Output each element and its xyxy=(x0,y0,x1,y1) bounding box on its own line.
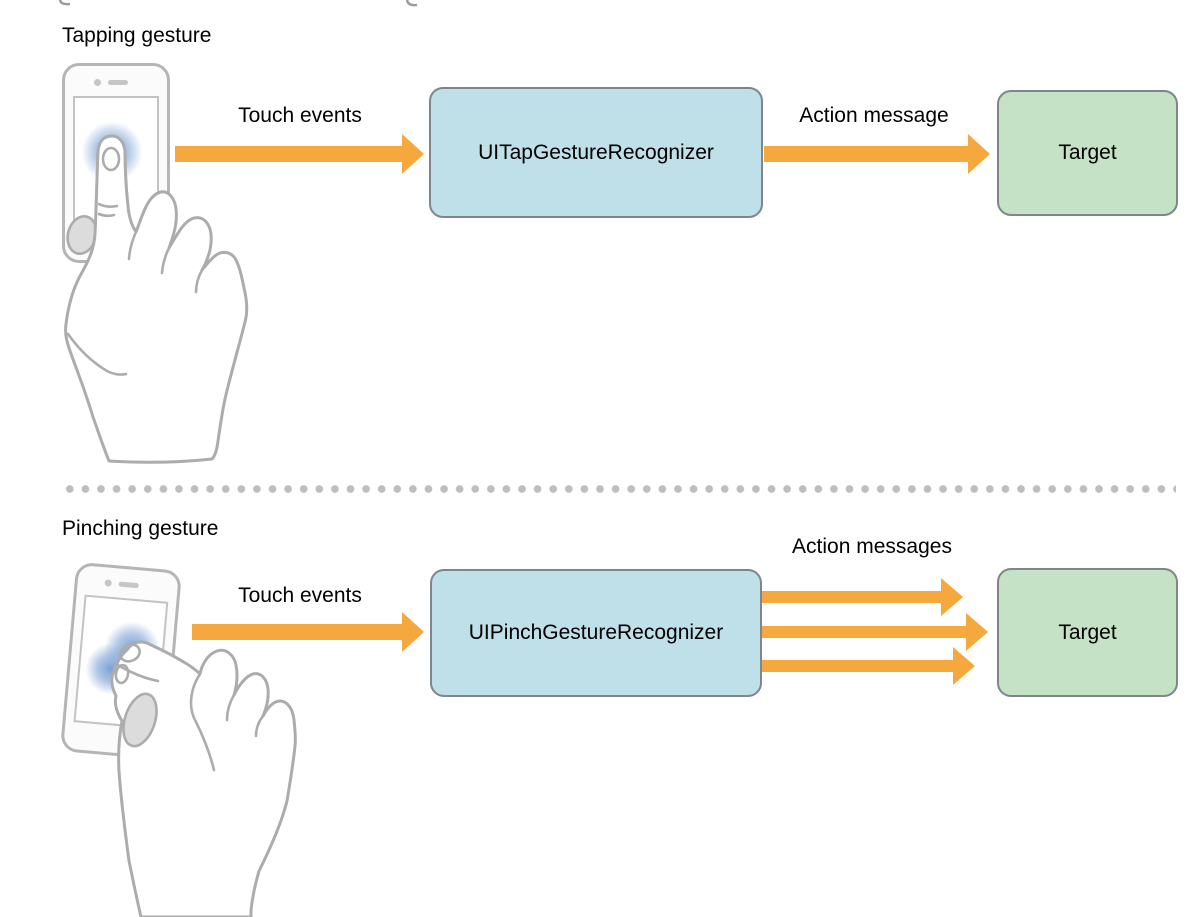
target-label: Target xyxy=(1058,620,1117,644)
recognizer-box-tap: UITapGestureRecognizer xyxy=(429,87,763,218)
section-title-tapping: Tapping gesture xyxy=(62,24,212,47)
recognizer-label: UIPinchGestureRecognizer xyxy=(468,621,724,644)
pinching-hand-icon xyxy=(110,640,297,917)
phone-speaker-slot xyxy=(108,80,128,85)
section-title-pinching: Pinching gesture xyxy=(62,517,219,540)
phone-camera-dot xyxy=(104,579,113,587)
cropped-caption-artifact xyxy=(58,0,71,6)
target-label: Target xyxy=(1058,141,1117,164)
cropped-caption-artifact xyxy=(405,0,418,7)
action-message-arrow-2 xyxy=(762,613,988,651)
phone-speaker-slot xyxy=(118,581,139,589)
dotted-divider xyxy=(62,485,1176,493)
arrow-label-touch-events: Touch events xyxy=(238,104,362,127)
recognizer-box-pinch: UIPinchGestureRecognizer xyxy=(430,569,762,697)
recognizer-label: UITapGestureRecognizer xyxy=(478,140,714,164)
action-message-arrow-1 xyxy=(762,578,963,616)
action-message-arrow-tap xyxy=(764,134,990,174)
action-message-arrow-3 xyxy=(762,647,975,685)
arrow-label-action-messages: Action messages xyxy=(792,535,952,558)
arrow-label-action-message: Action message xyxy=(799,104,949,127)
arrow-label-touch-events: Touch events xyxy=(238,584,362,607)
target-box-pinch: Target xyxy=(997,568,1178,697)
phone-camera-dot xyxy=(94,79,101,86)
tapping-hand-icon xyxy=(64,134,249,464)
target-box-tap: Target xyxy=(997,90,1178,216)
